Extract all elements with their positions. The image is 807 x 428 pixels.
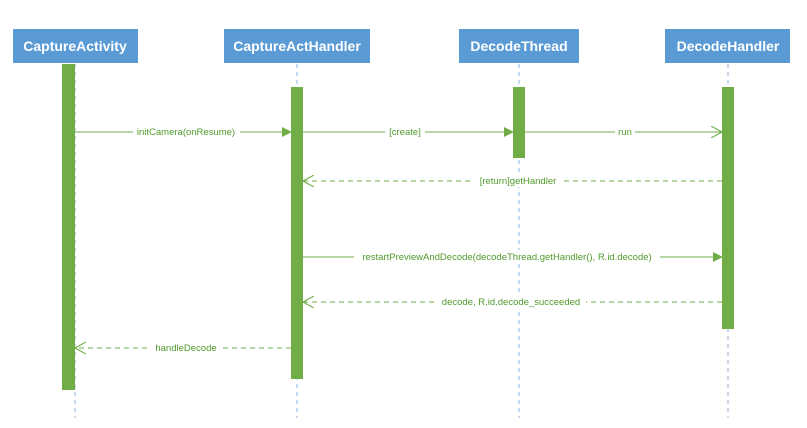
participant-capture-activity: CaptureActivity [13,29,138,63]
message-label-bg [133,125,240,138]
participant-box [665,29,790,63]
lifelines [74,64,729,418]
message-label-bg [151,341,221,354]
participant-name: CaptureActHandler [233,38,361,54]
participant-decode-handler: DecodeHandler [665,29,790,63]
participant-name: CaptureActivity [23,38,127,54]
participant-box [459,29,579,63]
activation-decode-handler [722,87,734,329]
message-label-bg [615,125,635,138]
activation-capture-activity [62,64,75,390]
participant-name: DecodeHandler [677,38,780,54]
message-label-bg [385,125,425,138]
participant-name: DecodeThread [470,38,567,54]
message-label: initCamera(onResume) [137,127,235,138]
message-label: handleDecode [155,343,216,354]
participant-box [224,29,370,63]
activation-capture-act-handler [291,87,303,379]
message-label: decode, R.id.decode_succeeded [442,297,580,308]
message-label: run [618,127,632,138]
participant-box [13,29,138,63]
activations [62,64,734,390]
message-label: restartPreviewAndDecode(decodeThread.get… [362,252,651,263]
message-label: [return]getHandler [480,176,557,187]
message-label: [create] [389,127,421,138]
message-label-bg [474,174,562,187]
activation-decode-thread [513,87,525,158]
message-label-bg [354,250,660,263]
messages: initCamera(onResume) [create] run [retur… [75,125,723,354]
participant-decode-thread: DecodeThread [459,29,579,63]
message-label-bg [436,295,586,308]
participant-capture-act-handler: CaptureActHandler [224,29,370,63]
